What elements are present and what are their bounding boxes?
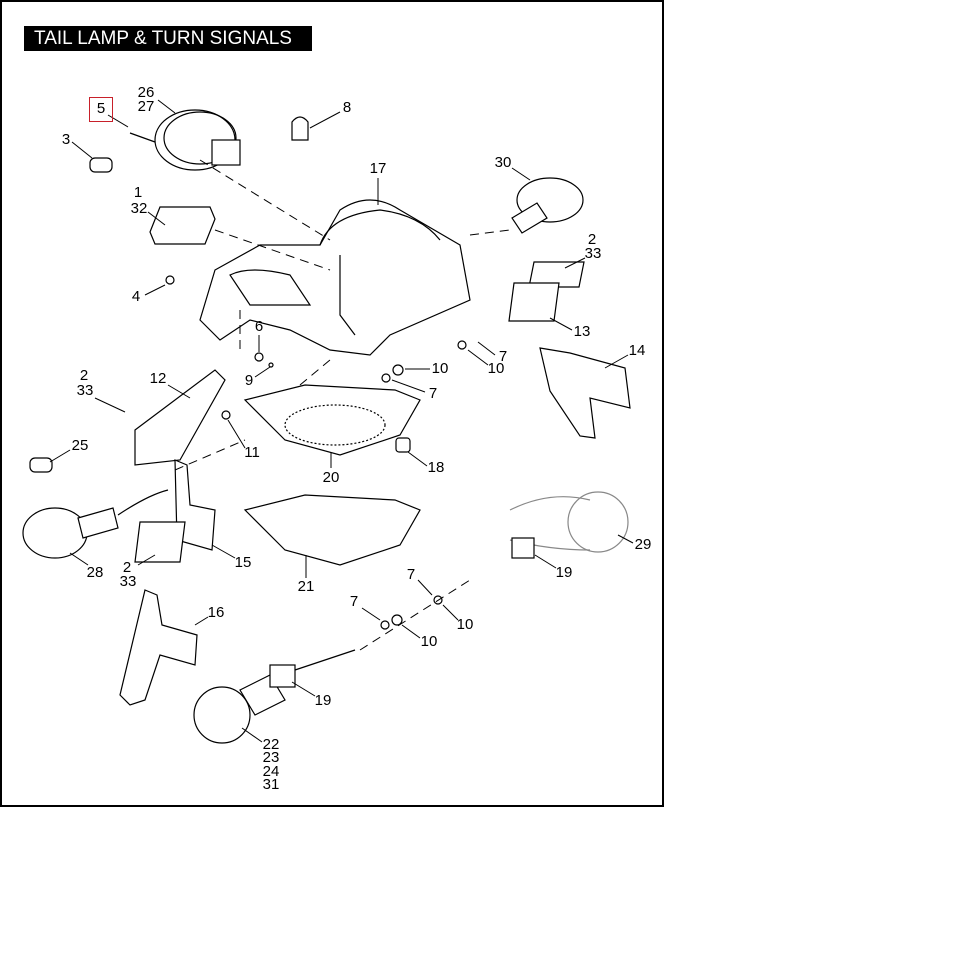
- callout-19[interactable]: 19: [314, 692, 332, 709]
- callout-7[interactable]: 7: [428, 385, 438, 402]
- callout-27[interactable]: 27: [137, 98, 155, 115]
- cover-20-part: [243, 384, 421, 456]
- bulb-25-part: [29, 457, 53, 473]
- callout-21[interactable]: 21: [297, 578, 315, 595]
- callout-8[interactable]: 8: [342, 99, 352, 116]
- callout-7[interactable]: 7: [349, 593, 359, 610]
- callout-7[interactable]: 7: [406, 566, 416, 583]
- callout-19[interactable]: 19: [555, 564, 573, 581]
- turn-signal-left-rear-part: [22, 489, 169, 559]
- callout-2[interactable]: 2: [122, 559, 132, 576]
- callout-30[interactable]: 30: [494, 154, 512, 171]
- bracket-16-part: [119, 589, 198, 706]
- callout-12[interactable]: 12: [149, 370, 167, 387]
- callout-23[interactable]: 23: [262, 749, 280, 766]
- diagram-frame: [0, 0, 664, 807]
- cover-21-part: [243, 494, 421, 566]
- callout-5[interactable]: 5: [96, 100, 106, 117]
- diagram-title: TAIL LAMP & TURN SIGNALS: [24, 26, 312, 51]
- reflector-plate-12-part: [134, 369, 226, 466]
- callout-15[interactable]: 15: [234, 554, 252, 571]
- callout-25[interactable]: 25: [71, 437, 89, 454]
- callout-31[interactable]: 31: [262, 776, 280, 793]
- callout-20[interactable]: 20: [322, 469, 340, 486]
- mounting-bracket-part: [199, 199, 471, 356]
- callout-3[interactable]: 3: [61, 131, 71, 148]
- callout-10[interactable]: 10: [487, 360, 505, 377]
- callout-9[interactable]: 9: [244, 372, 254, 389]
- callout-24[interactable]: 24: [262, 763, 280, 780]
- callout-18[interactable]: 18: [427, 459, 445, 476]
- leader-lines: [49, 99, 634, 743]
- bracket-14-part: [539, 347, 631, 439]
- callout-33[interactable]: 33: [119, 573, 137, 590]
- callout-1[interactable]: 1: [133, 184, 143, 201]
- callout-17[interactable]: 17: [369, 160, 387, 177]
- callout-16[interactable]: 16: [207, 604, 225, 621]
- grommet-18-part: [395, 437, 411, 453]
- callout-32[interactable]: 32: [130, 200, 148, 217]
- callout-13[interactable]: 13: [573, 323, 591, 340]
- callout-4[interactable]: 4: [131, 288, 141, 305]
- highlighted-callout-box: [89, 97, 113, 122]
- callout-7[interactable]: 7: [498, 348, 508, 365]
- bulb-part: [89, 157, 113, 173]
- callout-11[interactable]: 11: [244, 444, 260, 461]
- callout-29[interactable]: 29: [634, 536, 652, 553]
- callout-26[interactable]: 26: [137, 84, 155, 101]
- callout-14[interactable]: 14: [628, 342, 646, 359]
- lens-cap-part: [291, 116, 309, 141]
- reflector-part-lower: [134, 521, 186, 563]
- reflector-part: [508, 261, 585, 322]
- callout-6[interactable]: 6: [254, 318, 264, 335]
- callout-10[interactable]: 10: [431, 360, 449, 377]
- license-lamp-part: [149, 206, 216, 245]
- turn-signal-right-rear-part: [511, 177, 584, 234]
- callout-2[interactable]: 2: [79, 367, 89, 384]
- tail-lamp-part: [129, 109, 241, 171]
- turn-signal-front-part: [193, 649, 356, 744]
- callout-33[interactable]: 33: [76, 382, 94, 399]
- dashed-assembly-lines: [174, 159, 511, 651]
- callout-10[interactable]: 10: [456, 616, 474, 633]
- callout-28[interactable]: 28: [86, 564, 104, 581]
- callout-10[interactable]: 10: [420, 633, 438, 650]
- callout-2[interactable]: 2: [587, 231, 597, 248]
- callout-33[interactable]: 33: [584, 245, 602, 262]
- turn-signal-29-part: [509, 491, 629, 559]
- callout-22[interactable]: 22: [262, 736, 280, 753]
